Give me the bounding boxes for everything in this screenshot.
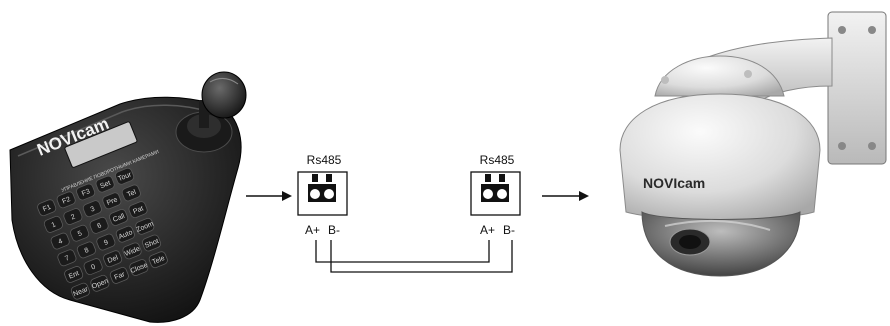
keypad-key-label: Shot	[144, 238, 160, 250]
keypad-key: Open	[90, 274, 110, 292]
port-label: Rs485	[480, 153, 515, 167]
keypad-key-label: 8	[84, 247, 90, 255]
keypad-key: 4	[50, 232, 70, 250]
keypad-key: 6	[89, 216, 109, 234]
camera-brand-logo: NOVIcam	[643, 175, 705, 191]
port-label: Rs485	[307, 153, 342, 167]
keypad-key: 8	[76, 241, 96, 259]
pin-b-label: B-	[503, 223, 515, 237]
keypad-key-label: 4	[57, 238, 63, 246]
joystick	[175, 71, 247, 153]
keypad-key: Tel	[121, 184, 141, 202]
camera-housing	[619, 93, 821, 220]
keypad-key: Tele	[148, 251, 168, 269]
keypad-key-label: Ent	[68, 270, 80, 280]
keypad-key: Near	[70, 282, 90, 300]
keypad-key-label: Auto	[118, 229, 134, 241]
keypad-key: Shot	[142, 234, 162, 252]
rs485-port-keyboard: Rs485 A+ B-	[297, 153, 348, 237]
rs485-port-camera: Rs485 A+ B-	[470, 153, 521, 237]
keypad-key-label: 6	[96, 222, 102, 230]
keypad-key: 9	[96, 233, 116, 251]
keypad-key: 0	[83, 258, 103, 275]
ptz-dome-camera: NOVIcam	[619, 11, 887, 277]
keypad-key-label: 5	[77, 230, 83, 238]
keypad-key: Set	[95, 175, 115, 193]
arrow-keyboard-to-port	[246, 191, 292, 201]
keypad-key: F3	[76, 183, 96, 201]
pin-a-label: A+	[305, 223, 320, 237]
keypad-key-label: Del	[107, 254, 120, 265]
keypad-key: 7	[57, 249, 77, 267]
keypad-key-label: 3	[90, 206, 96, 214]
pin-b-label: B-	[328, 223, 340, 237]
arrow-port-to-camera	[542, 191, 589, 201]
keypad-key-label: F3	[81, 188, 91, 198]
keypad-key-label: Pre	[106, 196, 119, 207]
keypad-key-label: 0	[90, 264, 96, 272]
lcd-display	[64, 121, 138, 168]
keypad-key: Auto	[115, 225, 135, 243]
keypad-key: Close	[129, 259, 149, 276]
keypad-key: Pre	[102, 192, 122, 210]
keypad-key-label: 2	[70, 213, 76, 221]
wall-mount-plate	[827, 11, 887, 165]
keypad-key: Call	[109, 209, 129, 226]
wire-a-plus	[315, 240, 490, 263]
keypad-key: Pat	[128, 201, 148, 219]
keypad-key-label: Call	[112, 213, 126, 224]
keypad-key: Tour	[115, 167, 135, 185]
keypad-key: 2	[63, 208, 83, 225]
keypad-key: 1	[43, 215, 63, 233]
keypad-key: Zoom	[135, 217, 155, 235]
keypad-key: 3	[82, 200, 102, 218]
keypad-key: Ent	[64, 266, 84, 283]
camera-cap	[654, 55, 785, 97]
keypad-key: 5	[70, 224, 90, 242]
keypad-key: F1	[37, 199, 57, 217]
wire-b-minus	[330, 240, 513, 273]
keypad-key-label: F2	[61, 196, 71, 206]
keypad-key-label: 1	[51, 221, 57, 229]
keypad-key: Far	[109, 267, 129, 284]
keypad-key: F2	[56, 191, 76, 209]
keypad-key-label: 9	[103, 239, 109, 247]
pin-a-label: A+	[480, 223, 495, 237]
rs485-wiring	[315, 240, 513, 273]
keypad-key-label: 7	[64, 255, 70, 263]
keypad-key: Del	[103, 250, 123, 268]
keypad-key-label: Pat	[132, 205, 144, 215]
keypad-key-label: Far	[114, 271, 127, 282]
keypad-key-label: Tele	[151, 255, 166, 266]
ptz-keyboard-controller: NOVIcam УПРАВЛЕНИЕ ПОВОРОТНЫМИ КАМЕРАМИ …	[9, 71, 247, 323]
keypad-key: Wide	[122, 242, 142, 260]
keypad-key-label: Set	[99, 180, 111, 190]
keypad-key-label: Tel	[126, 189, 137, 199]
keypad-key-label: Tour	[117, 171, 133, 183]
keypad: F1 F2 F3 Set Tour 1 2 3 Pre Tel 4 5 6 Call Pat 7 8 9 AutoZ…	[37, 167, 168, 300]
keypad-key-label: F1	[42, 204, 52, 214]
